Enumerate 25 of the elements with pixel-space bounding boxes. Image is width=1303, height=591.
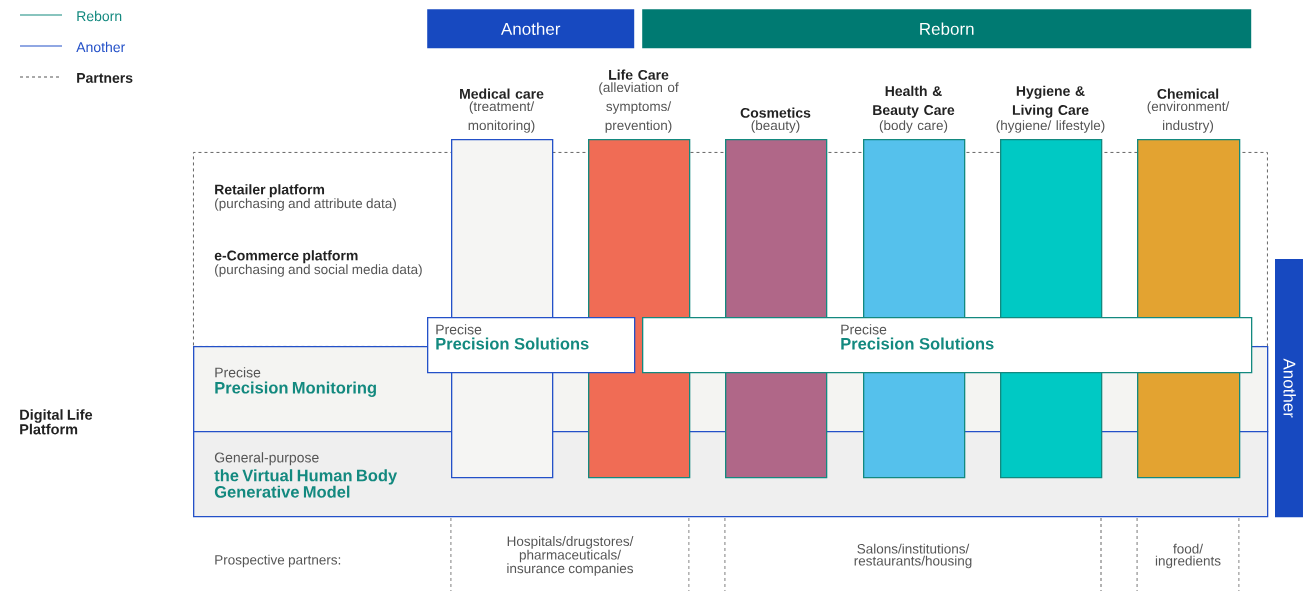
solution-box: Precise Precision Solutions (642, 317, 1253, 374)
legend-text: Another (76, 41, 125, 53)
column-heading: Hygiene & Living Care (1012, 85, 1089, 118)
column-heading: Medical care (460, 88, 544, 99)
partner-note: Salons/institutions/ restaurants/housing (854, 543, 972, 569)
column-heading: Life Care (609, 69, 669, 80)
column-heading: Health & Beauty Care (873, 85, 955, 118)
partners-label: Prospective partners: (215, 554, 341, 568)
platform-label: Digital Life Platform (20, 409, 93, 435)
column-subtitle: (body care) (879, 120, 948, 133)
column-subtitle: (environment/ industry) (1147, 101, 1230, 133)
partner-note: food/ ingredients (1155, 543, 1221, 569)
solution-box: Precise Precision Solutions (427, 317, 636, 374)
legend-text: Partners (77, 73, 133, 83)
column-subtitle: (alleviation of symptoms/ prevention) (599, 82, 679, 133)
legend-text: Reborn (77, 10, 122, 22)
column-subtitle: (beauty) (751, 120, 800, 133)
column-subtitle: (treatment/ monitoring) (468, 101, 535, 133)
column-subtitle: (hygiene/ lifestyle) (996, 120, 1105, 133)
column-heading: Cosmetics (740, 107, 811, 118)
header-bar: Another (427, 9, 635, 49)
column-heading: Chemical (1157, 88, 1219, 99)
partner-note: Hospitals/drugstores/ pharmaceuticals/ insurance companies (507, 536, 634, 576)
side-bar: Another (1275, 259, 1303, 518)
header-bar: Reborn (642, 9, 1252, 49)
